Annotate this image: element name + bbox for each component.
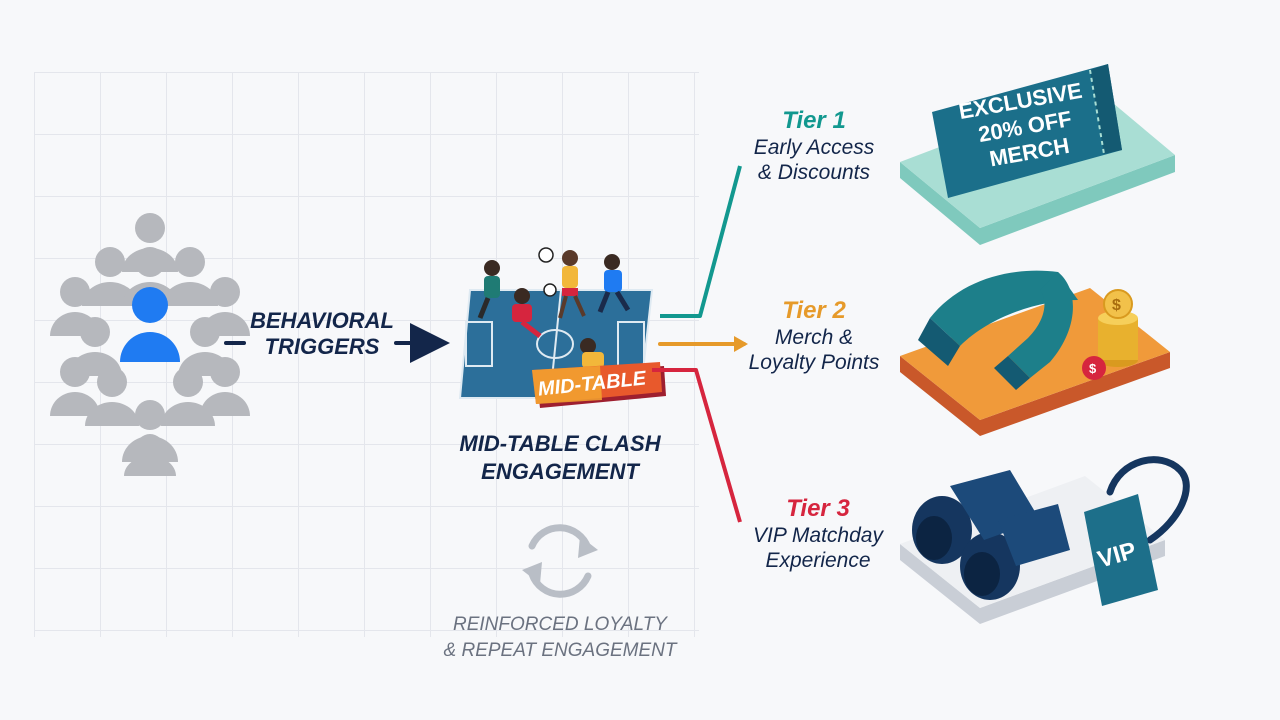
tier1-title: Tier 1 <box>782 107 846 134</box>
person-icon <box>200 357 250 416</box>
player-icon <box>580 338 604 368</box>
highlighted-fan-icon <box>120 287 180 362</box>
loop-label: REINFORCED LOYALTY & REPEAT ENGAGEMENT <box>443 614 677 661</box>
vip-tag-icon: VIP <box>1084 456 1190 606</box>
player-icon <box>512 288 542 338</box>
refresh-cycle-icon <box>522 524 598 598</box>
player-icon <box>558 250 586 319</box>
tier3-title: Tier 3 <box>786 495 850 522</box>
tier1-connector <box>660 165 742 318</box>
person-icon <box>161 367 215 426</box>
binoculars-icon <box>912 470 1070 600</box>
engagement-label: MID-TABLE CLASH ENGAGEMENT <box>459 431 661 484</box>
tier3-block: Tier 3 VIP Matchday Experience <box>718 495 918 573</box>
mid-table-badge <box>532 362 666 408</box>
player-icon <box>477 260 500 319</box>
svg-text:$: $ <box>1112 297 1121 314</box>
tier1-description: Early Access & Discounts <box>753 136 875 184</box>
tier2-arrowhead <box>734 336 748 352</box>
scarf-coins-icon: $ $ <box>900 270 1170 436</box>
person-icon <box>124 434 176 476</box>
person-icon <box>50 357 100 416</box>
person-icon <box>85 367 139 426</box>
tier2-block: Tier 2 Merch & Loyalty Points <box>714 297 914 375</box>
merch-ticket-icon <box>900 64 1175 245</box>
coins-icon: $ $ <box>1082 289 1138 380</box>
tier3-connector <box>652 368 742 523</box>
football-icon <box>538 247 557 297</box>
tier3-description: VIP Matchday Experience <box>753 524 883 572</box>
tier2-title: Tier 2 <box>782 297 846 324</box>
binoculars-vip-tag-icon: VIP <box>900 456 1190 624</box>
audience-crowd-icon <box>50 213 250 476</box>
player-icon <box>597 254 631 313</box>
behavioral-triggers-label: BEHAVIORAL TRIGGERS <box>250 308 394 359</box>
svg-text:$: $ <box>1089 361 1097 376</box>
tier1-block: Tier 1 Early Access & Discounts <box>714 107 914 185</box>
tier2-description: Merch & Loyalty Points <box>748 326 880 374</box>
